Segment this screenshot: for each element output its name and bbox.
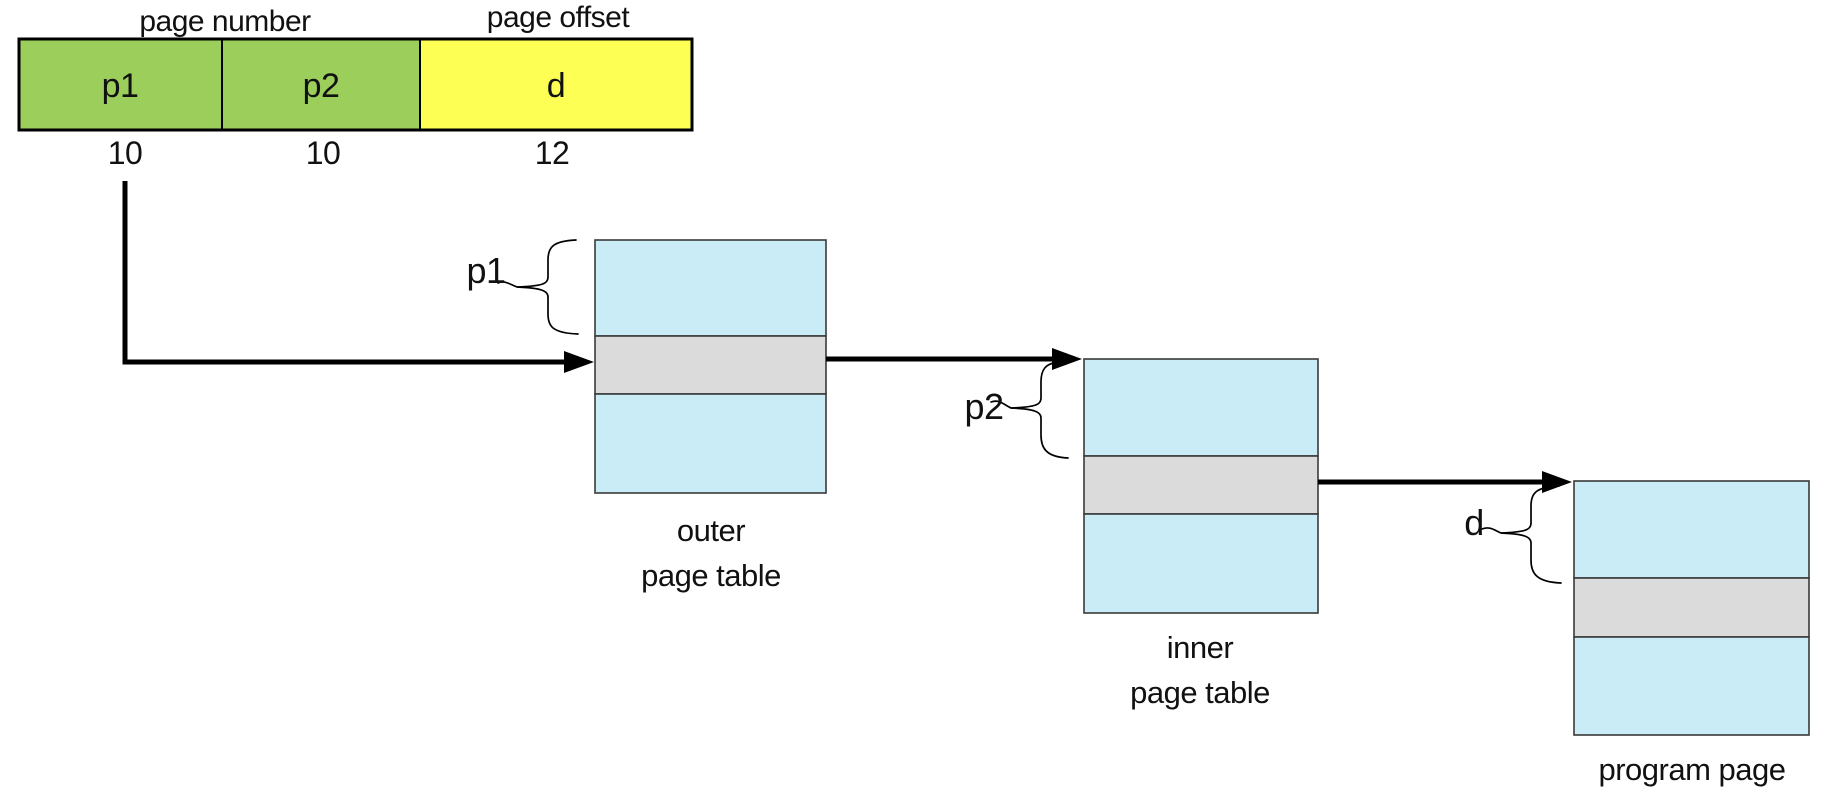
program-page-caption: program page [1598,752,1785,787]
page-number-label: page number [139,5,311,38]
p1-brace-tail [497,281,518,288]
arrow-p1-to-outer-table [122,181,594,373]
arrowhead [1052,348,1082,370]
p1-brace [516,239,579,335]
page-offset-label: page offset [487,1,631,34]
d-brace-tail [1481,527,1502,534]
address-field-p1 [18,38,223,131]
inner-table-top-section [1083,358,1319,457]
p2-brace-tail [990,400,1012,409]
bits-label-p2: 10 [306,135,341,171]
arrow-shaft [122,181,566,365]
program-page-selected-entry [1573,577,1810,638]
address-box-outline [17,37,694,132]
field-label-p1: p1 [102,67,139,105]
arrowhead [564,351,594,373]
bits-label-d: 12 [535,135,570,171]
p1-brace-label: p1 [466,250,505,291]
outer-table-bottom-section [594,393,827,494]
d-brace [1500,485,1562,584]
program-page-top-section [1573,480,1810,579]
arrow-outer-to-inner-table [826,348,1082,370]
p2-brace-label: p2 [964,386,1003,427]
arrowhead [1542,471,1572,493]
inner-table-caption-line2: page table [1130,675,1270,710]
inner-table-bottom-section [1083,513,1319,614]
arrow-inner-to-program-page [1318,471,1572,493]
field-label-p2: p2 [303,67,340,105]
p2-brace [1010,361,1069,459]
inner-table-selected-entry [1083,455,1319,515]
d-brace-label: d [1464,502,1484,543]
outer-table-selected-entry [594,335,827,395]
outer-table-caption-line2: page table [641,558,781,593]
field-label-d: d [547,67,565,105]
inner-page-table: p2 inner page table [964,358,1319,710]
bits-label-p1: 10 [108,135,143,171]
address-field-p2 [221,38,421,131]
outer-table-caption-line1: outer [677,513,745,548]
outer-table-top-section [594,239,827,337]
logical-address: page number page offset p1 p2 d 10 10 12 [17,1,694,171]
program-page: d program page [1464,480,1810,787]
outer-page-table: p1 outer page table [466,239,827,593]
inner-table-caption-line1: inner [1167,630,1234,665]
program-page-bottom-section [1573,636,1810,736]
